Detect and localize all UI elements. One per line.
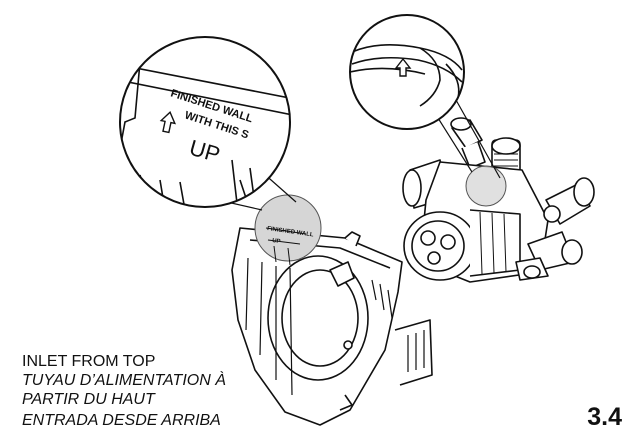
valve-body: [402, 117, 595, 283]
caption-french-line2: PARTIR DU HAUT: [22, 391, 155, 408]
up-arrow-icon: [159, 111, 177, 134]
caption-english: INLET FROM TOP: [22, 353, 156, 370]
caption-spanish: ENTRADA DESDE ARRIBA: [22, 412, 221, 429]
caption-french-line1: TUYAU D’ALIMENTATION À: [22, 372, 226, 389]
up-arrow-icon: [394, 57, 412, 77]
valve-highlight-zone: [465, 165, 507, 207]
step-number: 3.4: [587, 403, 622, 431]
svg-text:UP: UP: [272, 238, 281, 245]
left-magnified-callout: FINISHED WALL WITH THIS S UP: [119, 36, 291, 208]
highlight-zone: FINISHED WALL UP: [254, 194, 322, 266]
plaster-guard: [231, 227, 433, 426]
right-magnified-callout: [349, 14, 465, 130]
right-callout-leaders: [437, 99, 501, 179]
